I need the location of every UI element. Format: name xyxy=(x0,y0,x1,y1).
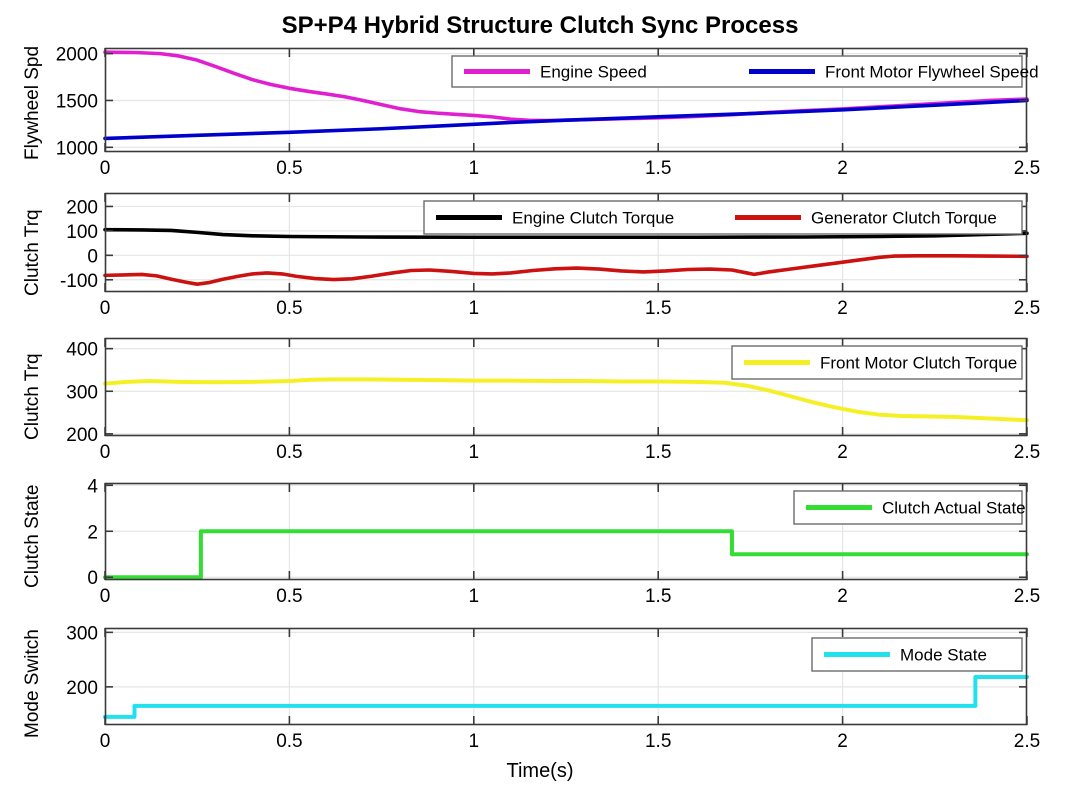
series-line xyxy=(103,675,1029,719)
x-tick-label: 1.5 xyxy=(645,586,671,607)
y-tick-label: -100 xyxy=(60,271,98,292)
y-tick-label: 200 xyxy=(66,425,98,446)
ylabel-clutch-state: Clutch State xyxy=(22,484,43,589)
page-title: SP+P4 Hybrid Structure Clutch Sync Proce… xyxy=(281,12,799,39)
x-tick-label: 1 xyxy=(469,298,480,319)
x-tick-label: 0 xyxy=(100,298,111,319)
y-tick-label: 4 xyxy=(87,476,98,497)
y-tick-label: 100 xyxy=(66,222,98,243)
y-tick-label: 0 xyxy=(87,568,98,589)
y-tick-label: 0 xyxy=(87,246,98,267)
legend-label: Front Motor Clutch Torque xyxy=(820,354,1017,373)
x-tick-label: 1 xyxy=(469,586,480,607)
y-tick-label: 2000 xyxy=(56,45,98,66)
series-line xyxy=(103,98,1029,141)
subplot-clutch-torque-front-motor: 200 300 400 0 0.5 1 1.5 2 2.5 Front Motor Clutch … xyxy=(66,337,1040,463)
y-tick-label: 200 xyxy=(66,197,98,218)
legend-label: Engine Speed xyxy=(540,63,647,82)
y-tick-label: 400 xyxy=(66,340,98,361)
legend[interactable]: Clutch Actual State xyxy=(793,490,1026,525)
y-tick-label: 2 xyxy=(87,522,98,543)
x-tick-label: 2.5 xyxy=(1014,442,1040,463)
y-tick-label: 1000 xyxy=(56,138,98,159)
x-tick-label: 0 xyxy=(100,158,111,179)
series-line xyxy=(103,529,1029,580)
x-tick-label: 2 xyxy=(837,731,848,752)
plot-area-mode-switch[interactable]: 200 300 0 0.5 1 1.5 2 2.5 Mode State xyxy=(66,623,1040,752)
x-tick-label: 0.5 xyxy=(276,158,302,179)
x-tick-label: 1 xyxy=(469,158,480,179)
legend[interactable]: Engine Speed Front Motor Flywheel Speed xyxy=(451,55,1039,88)
x-tick-label: 0.5 xyxy=(276,731,302,752)
x-tick-label: 2.5 xyxy=(1014,298,1040,319)
legend-label: Mode State xyxy=(900,646,987,665)
x-tick-label: 2 xyxy=(837,586,848,607)
xlabel: Time(s) xyxy=(506,760,574,782)
series-line xyxy=(103,377,1029,423)
legend[interactable]: Engine Clutch Torque Generator Clutch Tor… xyxy=(423,200,1023,235)
plot-area-flywheel-speed[interactable]: 1000 1500 2000 0 0.5 1 1.5 2 2.5 Engine Speed Fron… xyxy=(56,45,1040,179)
plot-area-clutch-torque-front-motor[interactable]: 200 300 400 0 0.5 1 1.5 2 2.5 Front Motor Clutch … xyxy=(66,337,1040,463)
x-tick-label: 0 xyxy=(100,731,111,752)
x-tick-label: 0.5 xyxy=(276,586,302,607)
subplot-clutch-state: 0 2 4 0 0.5 1 1.5 2 2.5 Clutch Actual State xyxy=(87,476,1040,607)
legend-label: Front Motor Flywheel Speed xyxy=(825,63,1039,82)
series-line xyxy=(103,254,1029,286)
ylabel-flywheel-speed: Flywheel Spd xyxy=(22,45,43,160)
x-tick-label: 2 xyxy=(837,158,848,179)
x-tick-label: 2 xyxy=(837,298,848,319)
x-tick-label: 1.5 xyxy=(645,442,671,463)
x-tick-label: 1.5 xyxy=(645,731,671,752)
series-line xyxy=(103,227,1029,240)
x-tick-label: 2.5 xyxy=(1014,586,1040,607)
legend[interactable]: Front Motor Clutch Torque xyxy=(731,345,1023,380)
y-tick-label: 300 xyxy=(66,623,98,644)
x-tick-label: 2.5 xyxy=(1014,731,1040,752)
x-tick-label: 0 xyxy=(100,586,111,607)
legend[interactable]: Mode State xyxy=(811,637,1023,672)
x-tick-label: 1 xyxy=(469,442,480,463)
x-tick-label: 1.5 xyxy=(645,158,671,179)
ylabel-clutch-torque-front-motor: Clutch Trq xyxy=(22,353,43,440)
y-tick-label: 200 xyxy=(66,678,98,699)
x-tick-label: 0.5 xyxy=(276,442,302,463)
x-tick-label: 0 xyxy=(100,442,111,463)
x-tick-label: 0.5 xyxy=(276,298,302,319)
subplot-mode-switch: 200 300 0 0.5 1 1.5 2 2.5 Mode State xyxy=(66,623,1040,752)
legend-label: Clutch Actual State xyxy=(882,499,1026,518)
x-tick-label: 1 xyxy=(469,731,480,752)
y-tick-label: 300 xyxy=(66,382,98,403)
legend-label: Generator Clutch Torque xyxy=(811,209,997,228)
ylabel-clutch-torque-engine-generator: Clutch Trq xyxy=(22,209,43,296)
ylabel-mode-switch: Mode Switch xyxy=(22,629,43,738)
y-tick-label: 1500 xyxy=(56,91,98,112)
x-tick-label: 1.5 xyxy=(645,298,671,319)
plot-area-clutch-state[interactable]: 0 2 4 0 0.5 1 1.5 2 2.5 Clutch Actual State xyxy=(87,476,1040,607)
subplot-flywheel-speed: 1000 1500 2000 0 0.5 1 1.5 2 2.5 Engine Speed Fron… xyxy=(56,45,1040,179)
legend-label: Engine Clutch Torque xyxy=(512,209,674,228)
x-tick-label: 2.5 xyxy=(1014,158,1040,179)
x-tick-label: 2 xyxy=(837,442,848,463)
